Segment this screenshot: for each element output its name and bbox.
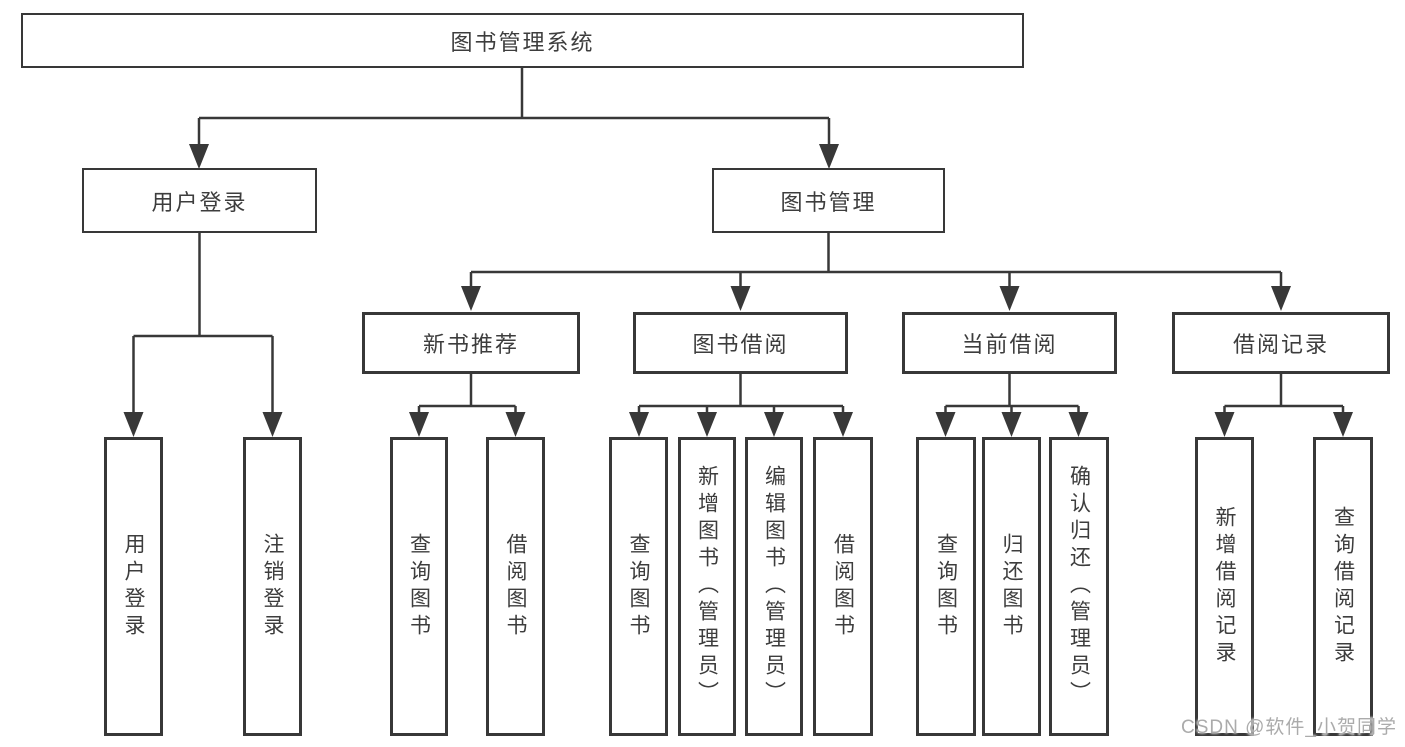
- node-confirm-return-admin: 确认归还（管理员）: [1049, 437, 1109, 736]
- node-borrow-books: 借阅图书: [813, 437, 873, 736]
- node-library-management-system: 图书管理系统: [21, 13, 1024, 68]
- node-borrow-books-recommend: 借阅图书: [486, 437, 545, 736]
- node-add-borrow-record: 新增借阅记录: [1195, 437, 1254, 736]
- node-return-books: 归还图书: [982, 437, 1041, 736]
- node-logout: 注销登录: [243, 437, 302, 736]
- node-book-borrowing: 图书借阅: [633, 312, 848, 374]
- node-user-login-action: 用户登录: [104, 437, 163, 736]
- node-edit-books-admin: 编辑图书（管理员）: [745, 437, 803, 736]
- arrowheads: [123, 144, 1353, 437]
- node-query-books-recommend: 查询图书: [390, 437, 448, 736]
- node-query-borrow-record: 查询借阅记录: [1313, 437, 1373, 736]
- csdn-watermark: CSDN @软件_小贺同学: [1181, 717, 1397, 738]
- node-current-borrowing: 当前借阅: [902, 312, 1117, 374]
- node-query-books-current: 查询图书: [916, 437, 976, 736]
- node-book-management: 图书管理: [712, 168, 945, 233]
- node-add-books-admin: 新增图书（管理员）: [678, 437, 736, 736]
- node-user-login: 用户登录: [82, 168, 317, 233]
- node-borrowing-records: 借阅记录: [1172, 312, 1390, 374]
- node-query-books-borrowing: 查询图书: [609, 437, 668, 736]
- node-new-book-recommendation: 新书推荐: [362, 312, 580, 374]
